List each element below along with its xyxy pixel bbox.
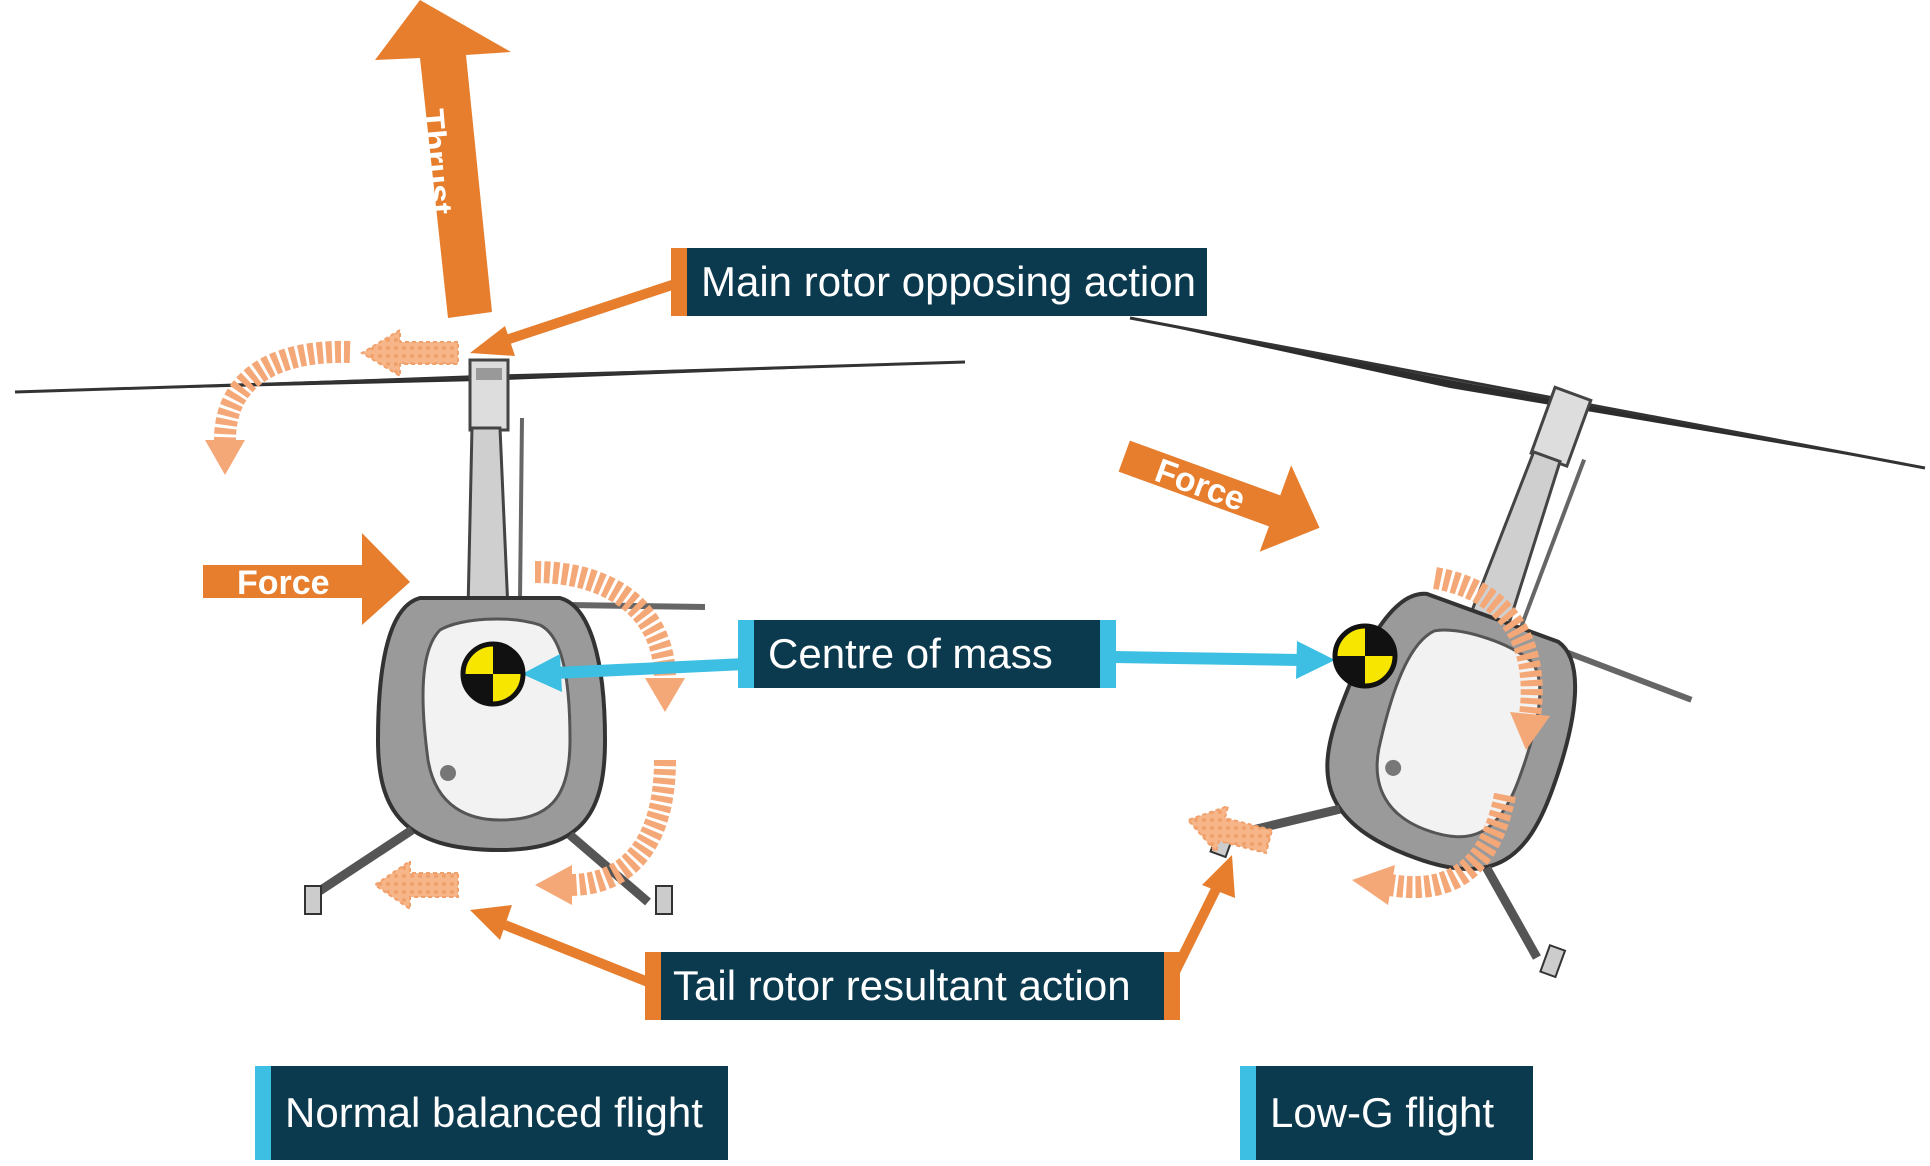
main-rotor-label: Main rotor opposing action xyxy=(671,248,1207,316)
thrust-arrow: Thrust xyxy=(375,0,511,318)
centre-of-mass-label: Centre of mass xyxy=(738,620,1116,688)
tail-action-arrows-left xyxy=(373,561,685,911)
centre-of-mass-pointers xyxy=(522,641,1335,692)
main-rotor-pointer xyxy=(470,279,677,356)
rotor-action-arrows-left xyxy=(205,328,459,475)
helicopter-low-g xyxy=(1129,316,1926,979)
cm-marker-left xyxy=(460,641,526,707)
normal-flight-label: Normal balanced flight xyxy=(255,1066,728,1160)
tail-action-arrows-right xyxy=(1186,567,1550,905)
force-left-label: Force xyxy=(237,564,330,602)
thrust-label: Thrust xyxy=(412,107,459,216)
force-right-label: Force xyxy=(1150,452,1250,519)
force-arrow-right: Force xyxy=(1118,440,1320,552)
low-g-flight-label: Low-G flight xyxy=(1240,1066,1533,1160)
tail-rotor-label: Tail rotor resultant action xyxy=(645,952,1180,1020)
cm-marker-right xyxy=(1332,623,1398,689)
force-arrow-left: Force xyxy=(203,533,410,625)
